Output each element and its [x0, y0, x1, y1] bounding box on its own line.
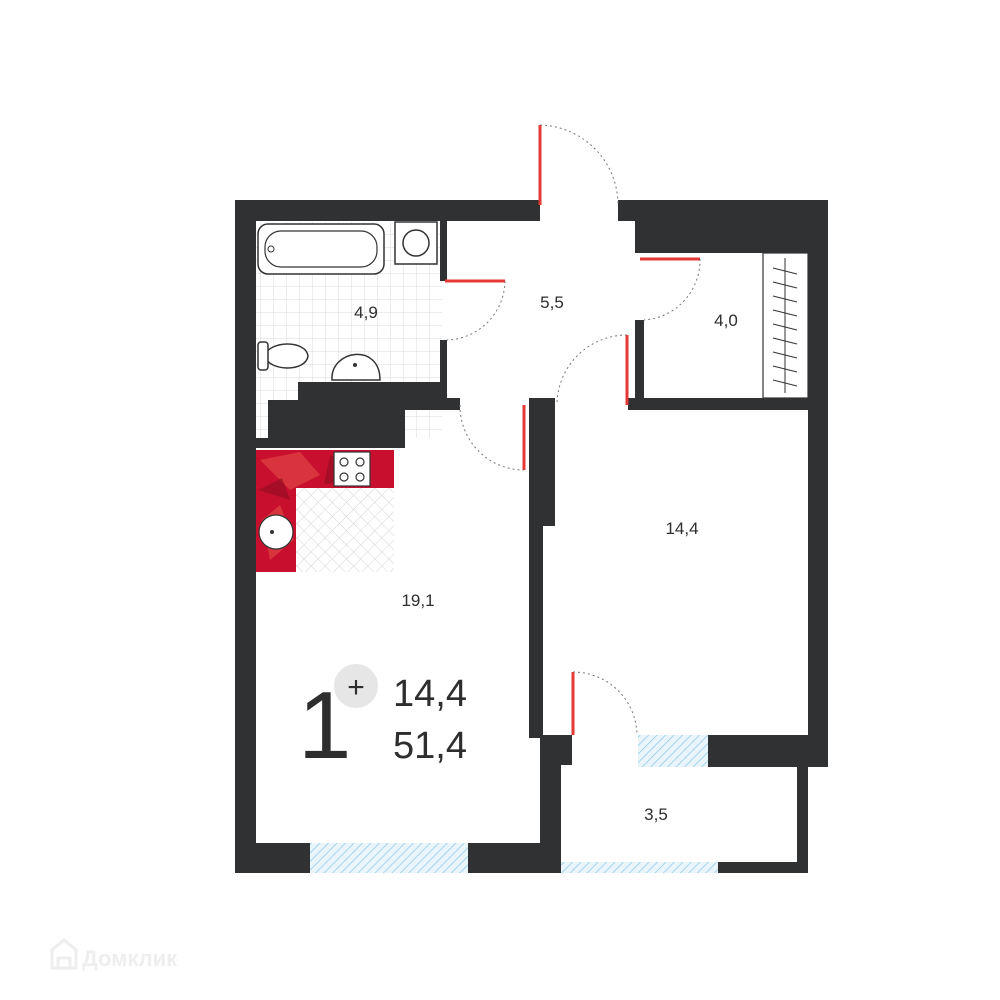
room-area-hall: 5,5 [540, 293, 564, 312]
room-area-balcony: 3,5 [644, 805, 668, 824]
house-logo-icon [50, 938, 78, 970]
room-area-bedroom: 14,4 [665, 519, 698, 538]
kitchen-fixtures [256, 450, 394, 572]
wall-bottom-left [235, 843, 310, 873]
wall-balcony-left [540, 735, 572, 765]
window-bedroom [638, 735, 708, 767]
kitchen-hatch-floor [296, 488, 394, 572]
wall-bath-right-lower [440, 340, 447, 410]
window-balcony [561, 862, 718, 873]
kitchen-sink [258, 514, 294, 550]
kitchen-sink-drain-icon [270, 530, 274, 534]
living-area: 14,4 [393, 673, 467, 715]
wall-bottom-mid [468, 843, 561, 873]
room-area-storage: 4,0 [714, 311, 738, 330]
apartment-summary: 1 + 14,4 51,4 [298, 664, 467, 779]
door-kitchen-swing [459, 404, 525, 471]
window-kitchen [310, 843, 468, 873]
wall-bath-kitchen [256, 382, 460, 448]
hangers-icon [772, 267, 798, 387]
door-balcony-swing [572, 671, 638, 736]
stove-burner-icon [339, 457, 349, 467]
wall-bath-right [440, 221, 447, 281]
door-bedroom-swing [556, 334, 628, 406]
stove-burner-icon [339, 472, 349, 482]
domclick-watermark: Домклик [50, 938, 178, 971]
washing-machine [394, 221, 438, 265]
total-area: 51,4 [393, 725, 467, 767]
wall-bedroom-left-lower [529, 526, 543, 738]
storage-shelving [762, 252, 809, 399]
stove-burner-icon [355, 472, 365, 482]
wall-storage-left [635, 320, 644, 404]
room-area-kitchen-living: 19,1 [401, 591, 434, 610]
bathtub [257, 223, 385, 275]
bathtub-inner [264, 230, 378, 268]
room-area-bathroom: 4,9 [354, 303, 378, 322]
room-labels: 4,9 5,5 4,0 19,1 14,4 3,5 [354, 293, 738, 824]
wall-bedroom-left [529, 398, 555, 526]
wall-bedroom-bottom-right [708, 735, 828, 767]
door-entrance-swing [539, 124, 619, 206]
sink-drain-icon [353, 363, 357, 367]
watermark-text: Домклик [82, 946, 178, 971]
wall-outer-left [235, 200, 256, 873]
walls [235, 200, 828, 873]
stove-burner-icon [355, 457, 365, 467]
wall-balcony-right [797, 767, 808, 873]
washing-machine-drum-icon [402, 229, 430, 257]
wall-bottom-right [718, 862, 808, 873]
door-storage-swing [643, 258, 701, 321]
bathroom-fixtures [257, 221, 438, 381]
wall-top-right [618, 200, 828, 221]
sink [331, 353, 381, 381]
wall-storage-bottom [628, 398, 808, 410]
plus-badge [334, 664, 378, 708]
wall-right-upper [808, 200, 828, 767]
toilet-tank [257, 341, 269, 371]
wall-top-left [235, 200, 540, 221]
windows [310, 735, 718, 873]
stove [333, 451, 371, 487]
door-bathroom-swing [446, 280, 506, 341]
doors [445, 124, 701, 736]
wall-storage-top [635, 221, 808, 253]
bathtub-drain-icon [267, 245, 275, 253]
plus-icon: + [347, 671, 365, 704]
